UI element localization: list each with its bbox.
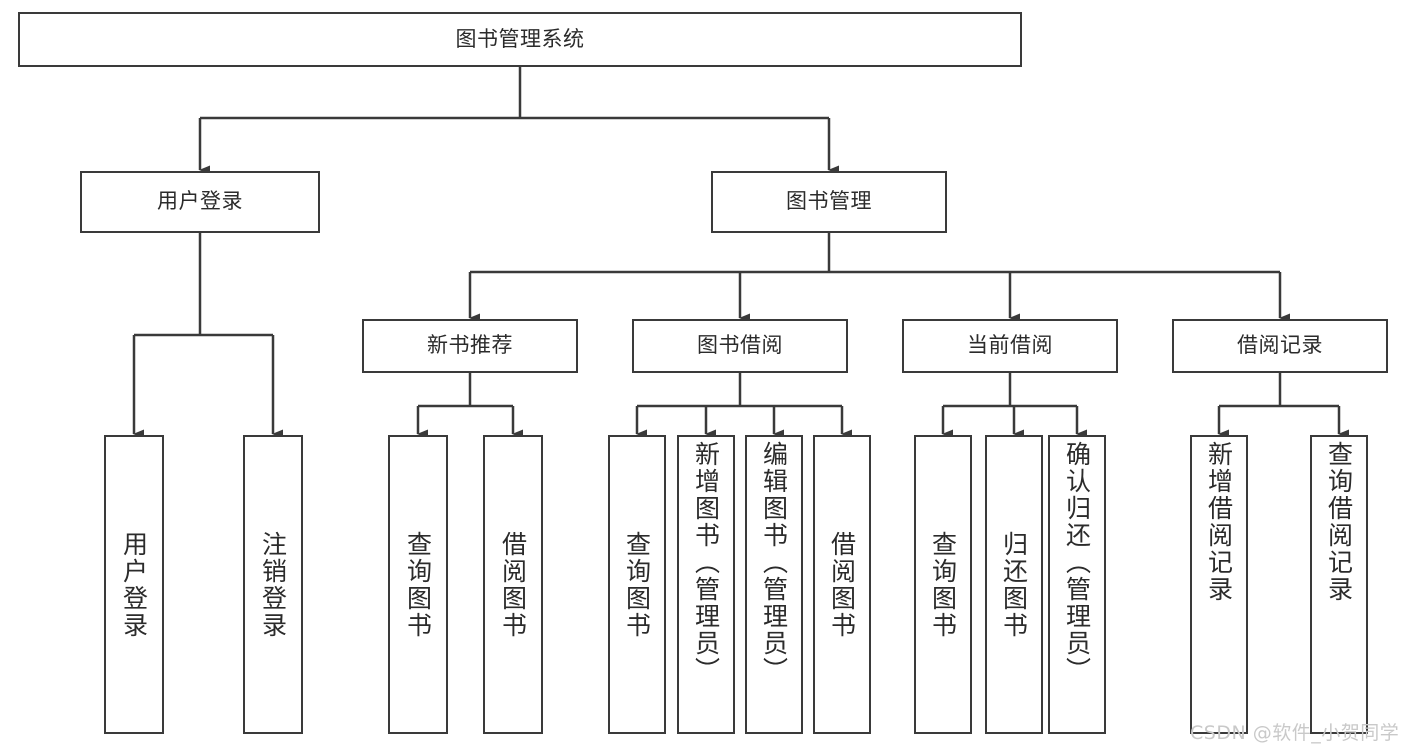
node-label: 查询借阅记录 bbox=[1324, 441, 1354, 603]
node-current[interactable]: 当前借阅 bbox=[902, 319, 1118, 373]
node-label: 用户登录 bbox=[157, 189, 243, 214]
node-label: 编辑图书（管理员） bbox=[759, 441, 789, 684]
node-label: 新书推荐 bbox=[427, 333, 513, 358]
node-newbook[interactable]: 新书推荐 bbox=[362, 319, 578, 373]
node-label: 查询图书 bbox=[928, 530, 958, 639]
node-leaf-queryrecord[interactable]: 查询借阅记录 bbox=[1310, 435, 1368, 734]
node-records[interactable]: 借阅记录 bbox=[1172, 319, 1388, 373]
node-leaf-addbook[interactable]: 新增图书（管理员） bbox=[677, 435, 735, 734]
node-leaf-confirm[interactable]: 确认归还（管理员） bbox=[1048, 435, 1106, 734]
node-label: 借阅记录 bbox=[1237, 333, 1323, 358]
node-leaf-query2[interactable]: 查询图书 bbox=[608, 435, 666, 734]
node-leaf-addrecord[interactable]: 新增借阅记录 bbox=[1190, 435, 1248, 734]
node-label: 图书借阅 bbox=[697, 333, 783, 358]
node-leaf-editbook[interactable]: 编辑图书（管理员） bbox=[745, 435, 803, 734]
node-label: 查询图书 bbox=[403, 530, 433, 639]
node-leaf-userlogin[interactable]: 用户登录 bbox=[104, 435, 164, 734]
node-leaf-borrow2[interactable]: 借阅图书 bbox=[813, 435, 871, 734]
node-leaf-logout[interactable]: 注销登录 bbox=[243, 435, 303, 734]
node-login[interactable]: 用户登录 bbox=[80, 171, 320, 233]
node-label: 确认归还（管理员） bbox=[1062, 441, 1092, 684]
node-leaf-query3[interactable]: 查询图书 bbox=[914, 435, 972, 734]
edge-layer bbox=[132, 67, 1349, 439]
node-leaf-return[interactable]: 归还图书 bbox=[985, 435, 1043, 734]
node-label: 图书管理 bbox=[786, 189, 872, 214]
node-borrow[interactable]: 图书借阅 bbox=[632, 319, 848, 373]
node-label: 借阅图书 bbox=[827, 530, 857, 639]
node-label: 当前借阅 bbox=[967, 333, 1053, 358]
node-root[interactable]: 图书管理系统 bbox=[18, 12, 1022, 67]
node-label: 图书管理系统 bbox=[455, 26, 585, 51]
node-label: 用户登录 bbox=[119, 530, 149, 639]
node-bookmgmt[interactable]: 图书管理 bbox=[711, 171, 947, 233]
node-label: 归还图书 bbox=[999, 530, 1029, 639]
node-label: 借阅图书 bbox=[498, 530, 528, 639]
watermark-text: CSDN @软件_小贺同学 bbox=[1190, 722, 1400, 744]
node-label: 新增借阅记录 bbox=[1204, 441, 1234, 603]
node-label: 新增图书（管理员） bbox=[691, 441, 721, 684]
node-label: 注销登录 bbox=[258, 530, 288, 639]
node-leaf-borrow1[interactable]: 借阅图书 bbox=[483, 435, 543, 734]
node-leaf-query1[interactable]: 查询图书 bbox=[388, 435, 448, 734]
node-label: 查询图书 bbox=[622, 530, 652, 639]
